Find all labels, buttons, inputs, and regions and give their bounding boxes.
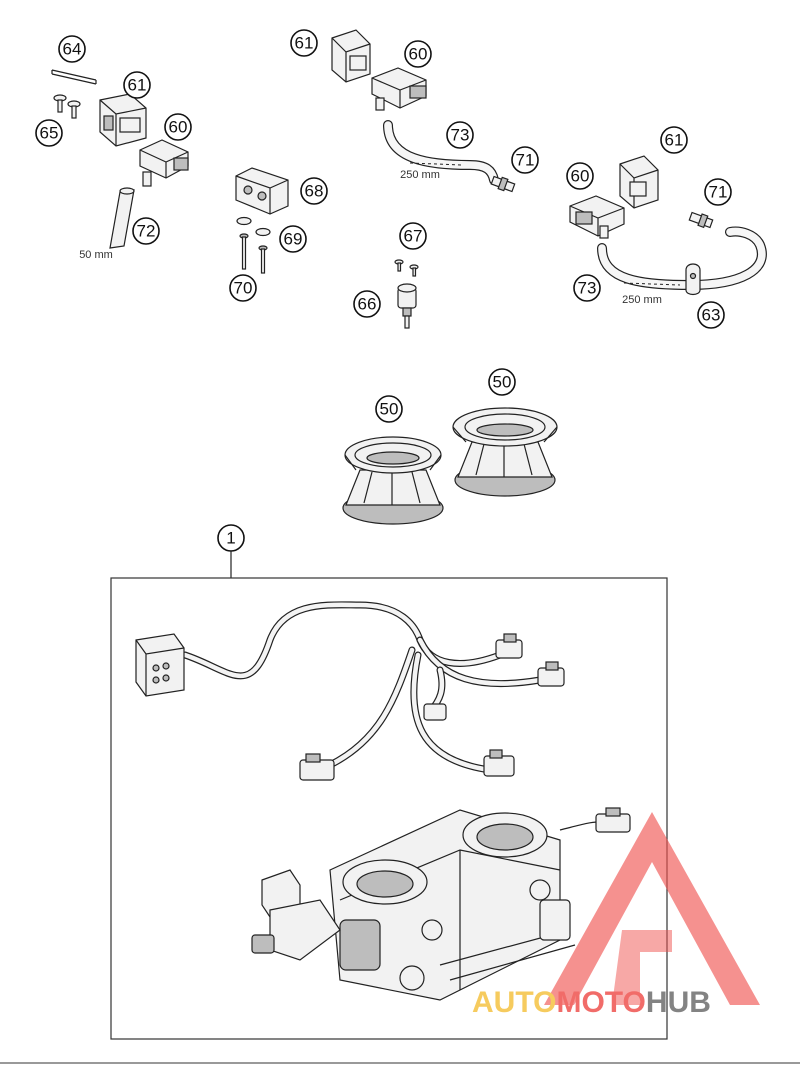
svg-text:67: 67: [404, 227, 423, 246]
throttle-sensor-part: [251, 869, 341, 961]
watermark-text: AUTOMOTOHUB: [472, 986, 711, 1019]
hose-50mm-part: [109, 187, 135, 249]
group-map-sensor-middle: 250 mm 61 60 73 71: [290, 29, 539, 193]
mounting-bracket-part: [235, 167, 289, 215]
svg-text:50: 50: [380, 400, 399, 419]
group-temp-sensor: 67 66: [353, 222, 427, 329]
callout-69: 69: [279, 225, 307, 253]
svg-text:66: 66: [358, 295, 377, 314]
watermark-logo: AUTOMOTOHUB: [472, 812, 760, 1019]
svg-text:61: 61: [665, 131, 684, 150]
main-connector-part: [135, 633, 185, 697]
bracket-strip-part: [51, 69, 97, 85]
dim-label-250mm: 250 mm: [622, 294, 662, 306]
svg-text:72: 72: [137, 222, 156, 241]
intake-funnel-part: [452, 407, 558, 497]
svg-text:70: 70: [234, 279, 253, 298]
svg-text:65: 65: [40, 124, 59, 143]
svg-text:71: 71: [516, 151, 535, 170]
callout-60: 60: [404, 40, 432, 68]
connector-part: [299, 753, 335, 781]
hose-clamp-part: [685, 263, 701, 296]
callout-61: 61: [290, 29, 318, 57]
svg-text:50: 50: [493, 373, 512, 392]
map-sensor-part: [371, 67, 427, 111]
connector-part: [537, 661, 565, 687]
callout-50: 50: [375, 395, 403, 423]
washer-part: [236, 216, 271, 237]
injector-connector-part: [559, 807, 631, 833]
svg-text:73: 73: [578, 279, 597, 298]
callout-61: 61: [123, 71, 151, 99]
connector-part: [495, 633, 523, 659]
hose-250mm-part: [383, 120, 499, 185]
callout-70: 70: [229, 274, 257, 302]
callout-60: 60: [164, 113, 192, 141]
callout-71: 71: [704, 178, 732, 206]
temperature-sensor-part: [397, 283, 417, 329]
intake-funnel-part: [342, 436, 444, 525]
connector-part: [423, 703, 447, 721]
callout-50: 50: [488, 368, 516, 396]
svg-text:64: 64: [63, 40, 82, 59]
dim-label-250mm: 250 mm: [400, 169, 440, 181]
callout-71: 71: [511, 146, 539, 174]
callout-67: 67: [399, 222, 427, 250]
screw-part: [394, 259, 419, 277]
throttle-body-part: [329, 809, 576, 1001]
svg-text:61: 61: [295, 34, 314, 53]
screw-part: [53, 94, 81, 119]
callout-73: 73: [446, 121, 474, 149]
svg-text:60: 60: [409, 45, 428, 64]
hose-250mm-part: [597, 226, 767, 291]
svg-text:69: 69: [284, 230, 303, 249]
watermark-triangle-icon: [544, 812, 760, 1005]
svg-text:63: 63: [702, 306, 721, 325]
callout-73: 73: [573, 274, 601, 302]
wiring-harness-part: [181, 601, 544, 774]
svg-text:60: 60: [571, 167, 590, 186]
svg-text:68: 68: [305, 182, 324, 201]
callout-68: 68: [300, 177, 328, 205]
svg-text:61: 61: [128, 76, 147, 95]
callout-63: 63: [697, 301, 725, 329]
hose-nipple-part: [490, 175, 516, 193]
callout-60: 60: [566, 162, 594, 190]
callout-1: 1: [217, 524, 245, 552]
watermark-part3: HUB: [646, 986, 711, 1019]
svg-text:60: 60: [169, 118, 188, 137]
group-map-sensor-right: 250 mm 61 60 71 73 63: [566, 126, 767, 329]
group-map-sensor-left: 50 mm 64 61 60 65 72: [35, 35, 192, 261]
bolt-part: [239, 233, 268, 274]
map-sensor-part: [139, 139, 189, 187]
group-throttle-body-assembly: 1: [110, 524, 668, 1040]
sensor-bracket-part: [619, 155, 659, 209]
callout-66: 66: [353, 290, 381, 318]
callout-72: 72: [132, 217, 160, 245]
connector-part: [483, 749, 515, 777]
svg-text:71: 71: [709, 183, 728, 202]
watermark-part1: AUTO: [472, 986, 556, 1019]
svg-text:1: 1: [226, 529, 235, 548]
watermark-letter-icon: [612, 930, 672, 1005]
hose-nipple-part: [688, 211, 714, 229]
dim-label-50mm: 50 mm: [79, 249, 113, 261]
watermark-part2: MOTO: [556, 986, 645, 1019]
map-sensor-part: [569, 195, 625, 239]
callout-64: 64: [58, 35, 86, 63]
sensor-bracket-part: [331, 29, 371, 83]
group-bracket: 68 69 70: [229, 167, 328, 302]
assembly-frame: [110, 577, 668, 1040]
callout-65: 65: [35, 119, 63, 147]
callout-61: 61: [660, 126, 688, 154]
group-intake-funnels: 50 50: [342, 368, 558, 525]
sensor-bracket-part: [99, 93, 147, 147]
svg-text:73: 73: [451, 126, 470, 145]
